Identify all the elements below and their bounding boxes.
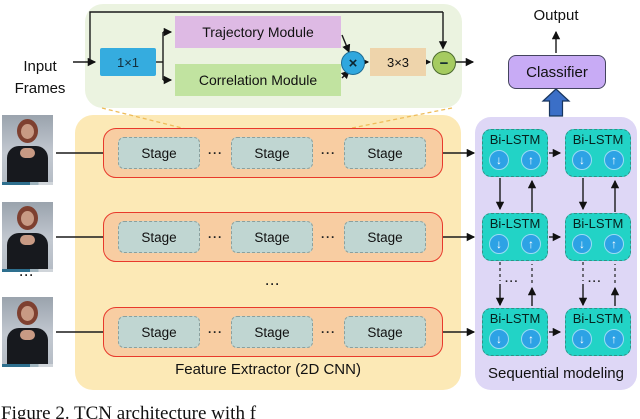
bilstm-block-r2c2: Bi-LSTM ↓ ↑ — [565, 213, 631, 261]
person-face — [21, 211, 34, 226]
forward-lstm-icon: ↓ — [572, 150, 592, 170]
stage-box: Stage — [231, 221, 313, 253]
stage-ellipsis: ··· — [321, 325, 336, 339]
trajectory-module-box: Trajectory Module — [175, 16, 341, 48]
stage-box: Stage — [344, 137, 426, 169]
subtract-symbol: − — [439, 54, 449, 72]
person-hands — [20, 148, 35, 158]
bilstm-label: Bi-LSTM — [489, 132, 541, 147]
stage-row-2: Stage ··· Stage ··· Stage — [103, 212, 443, 262]
stage-box: Stage — [231, 137, 313, 169]
forward-lstm-icon: ↓ — [489, 150, 509, 170]
input-frames-label: Input Frames — [14, 58, 66, 97]
forward-lstm-icon: ↓ — [489, 329, 509, 349]
backward-lstm-icon: ↑ — [604, 234, 624, 254]
figure-caption: Figure 2. TCN architecture with f — [1, 403, 257, 419]
input-frame-1 — [2, 115, 53, 185]
stage-box: Stage — [118, 316, 200, 348]
bilstm-gap-ellipsis: ··· — [588, 276, 602, 288]
input-frame-3 — [2, 297, 53, 367]
bilstm-label: Bi-LSTM — [489, 216, 541, 231]
stage-box: Stage — [118, 221, 200, 253]
input-frame-2 — [2, 202, 53, 272]
stage-ellipsis: ··· — [208, 230, 223, 244]
bilstm-block-r2c1: Bi-LSTM ↓ ↑ — [482, 213, 548, 261]
video-progress-bar — [2, 364, 53, 367]
output-label: Output — [533, 7, 579, 24]
bilstm-block-r3c1: Bi-LSTM ↓ ↑ — [482, 308, 548, 356]
bilstm-block-r3c2: Bi-LSTM ↓ ↑ — [565, 308, 631, 356]
classifier-box: Classifier — [508, 55, 606, 89]
multiply-node: × — [341, 51, 365, 75]
stage-rows-ellipsis: ··· — [265, 277, 281, 291]
stage-ellipsis: ··· — [208, 325, 223, 339]
bilstm-label: Bi-LSTM — [572, 311, 624, 326]
stage-box: Stage — [118, 137, 200, 169]
conv-1x1-box: 1×1 — [100, 48, 156, 76]
bilstm-label: Bi-LSTM — [489, 311, 541, 326]
video-progress-bar — [2, 269, 53, 272]
forward-lstm-icon: ↓ — [489, 234, 509, 254]
block-arrow-to-classifier — [541, 88, 571, 117]
classifier-label: Classifier — [526, 63, 588, 81]
person-hands — [20, 330, 35, 340]
stage-box: Stage — [344, 316, 426, 348]
backward-lstm-icon: ↑ — [521, 150, 541, 170]
person-face — [21, 124, 34, 139]
bilstm-block-r1c1: Bi-LSTM ↓ ↑ — [482, 129, 548, 177]
bilstm-label: Bi-LSTM — [572, 132, 624, 147]
bilstm-label: Bi-LSTM — [572, 216, 624, 231]
stage-box: Stage — [344, 221, 426, 253]
person-face — [21, 306, 34, 321]
person-hands — [20, 235, 35, 245]
bilstm-block-r1c2: Bi-LSTM ↓ ↑ — [565, 129, 631, 177]
sequential-modeling-label: Sequential modeling — [488, 365, 624, 382]
conv-3x3-label: 3×3 — [386, 54, 410, 70]
backward-lstm-icon: ↑ — [521, 329, 541, 349]
correlation-module-label: Correlation Module — [198, 72, 318, 88]
backward-lstm-icon: ↑ — [604, 150, 624, 170]
backward-lstm-icon: ↑ — [521, 234, 541, 254]
backward-lstm-icon: ↑ — [604, 329, 624, 349]
multiply-symbol: × — [348, 54, 358, 72]
conv-3x3-box: 3×3 — [370, 48, 426, 76]
bilstm-gap-ellipsis: ··· — [505, 276, 519, 288]
subtract-node: − — [432, 51, 456, 75]
input-frames-ellipsis: ··· — [19, 268, 35, 282]
trajectory-module-label: Trajectory Module — [202, 24, 314, 40]
forward-lstm-icon: ↓ — [572, 234, 592, 254]
stage-ellipsis: ··· — [321, 230, 336, 244]
conv-1x1-label: 1×1 — [116, 54, 140, 70]
stage-box: Stage — [231, 316, 313, 348]
feature-extractor-label: Feature Extractor (2D CNN) — [175, 361, 361, 378]
stage-row-3: Stage ··· Stage ··· Stage — [103, 307, 443, 357]
stage-ellipsis: ··· — [321, 146, 336, 160]
video-progress-bar — [2, 182, 53, 185]
stage-row-1: Stage ··· Stage ··· Stage — [103, 128, 443, 178]
correlation-module-box: Correlation Module — [175, 64, 341, 96]
stage-ellipsis: ··· — [208, 146, 223, 160]
forward-lstm-icon: ↓ — [572, 329, 592, 349]
